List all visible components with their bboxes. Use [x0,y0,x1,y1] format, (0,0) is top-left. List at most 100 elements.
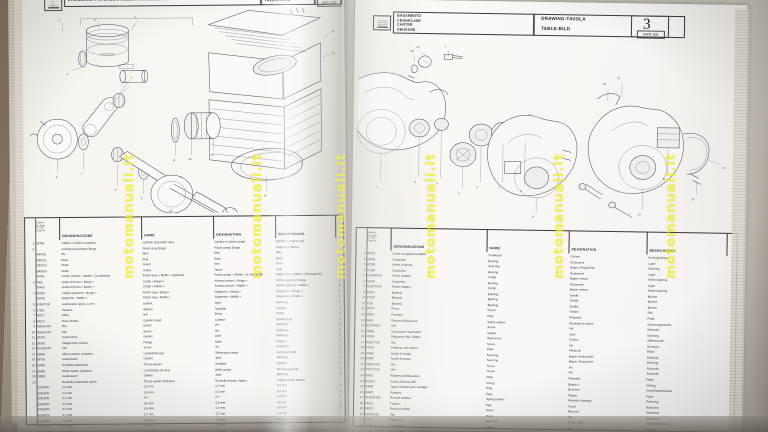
cell-bezeichnung: Gelb [275,266,283,271]
cell-designation: Bague d'étanchéité [568,359,594,365]
cell-denominazione: Raccordo sfiato [389,406,411,412]
cell-bezeichnung: Schraube [647,327,660,332]
cell-position: 14 [361,323,365,328]
cell-code: 10613 [366,289,375,295]
cell-code: 2904/11 [36,252,47,257]
cell-position: 7 [33,313,35,318]
cell-name: Gasket [143,356,153,361]
cell-position: 8 [33,318,35,323]
cell-designation: Rondelle d'épaul. épaiss. [215,378,248,383]
cell-designation: Vis [214,328,219,333]
cell-position: 9 [363,295,365,300]
cell-code: 8146 [366,317,373,322]
col-header-designation-left: DESIGNATION [213,216,277,239]
table-number-box-left: 2 MXR 250 [314,0,343,7]
cell-code: N1074-019 [366,323,381,328]
cell-name: Piston ring « Mahle » [142,295,171,300]
cell-code: N15536-019 [365,395,381,400]
cell-bezeichnung: Sicherungsring « Mahle » [276,283,309,288]
cell-quantity: 1 [339,388,342,393]
cell-name: Screw [487,325,496,330]
cell-designation: Jaune [214,267,223,272]
cell-denominazione: Cuscinetto [392,257,407,262]
cell-denominazione: 0,4 mm [62,396,73,401]
cell-denominazione: Vite [390,362,396,367]
cell-denominazione: Giallo [61,268,69,273]
cell-designation: Carters [570,254,580,259]
cell-position: 16 [360,334,365,339]
cell-position: 8 [363,289,365,294]
cell-designation: Piston compl. « Mahle » (s. demande) [214,272,264,277]
cell-position: 6 [363,278,366,283]
cell-denominazione: Rosetta di sicurezza [391,318,418,323]
cell-quantity: 1 [338,238,341,243]
cell-designation: Joint [215,372,222,377]
cell-bezeichnung: Sicherungsring [647,277,668,283]
cell-bezeichnung: Sicherungsring l. Borgo [276,277,307,283]
col-header-bezeichnung-right: BEZEICHNUNG [646,232,728,256]
cell-bezeichnung: Schraube [646,366,660,371]
cell-position: 24 [360,378,364,383]
svg-text:4: 4 [436,181,438,185]
col-header-bezeichnung-left: BEZEICHNUNG [275,215,337,239]
cell-designation: 0,7 mm [215,411,226,416]
cell-designation: 0,6 mm [215,406,226,411]
cell-name: Dowel [487,308,496,313]
cell-denominazione: Guarnizione [62,357,78,362]
cell-code: 2904/13 [36,263,47,268]
svg-text:29: 29 [617,76,621,80]
cell-designation: Raccord [567,409,579,414]
cell-bezeichnung: Dichtring [646,360,659,366]
cell-denominazione: Tappo chiusura foro contagiri [390,384,428,390]
cell-denominazione: Piastrina cavi esterni [390,345,418,351]
cell-designation: 0,4 [215,394,220,400]
cell-bezeichnung: Buchse [647,294,658,299]
cell-denominazione: Verde [61,263,69,268]
cell-code: 24218 [365,345,374,350]
cell-quantity: 2 [339,327,341,332]
cell-position: 6 [33,307,35,312]
desk-bottom-edge [0,416,768,432]
drawing-table-label-left: DRAWING-TAVOLA TABLE-BILD [260,0,317,6]
cell-bezeichnung: 0,3 mm [276,388,287,393]
cell-denominazione: Vite [390,368,396,373]
model-badge-left: MXR 250 [317,0,342,7]
cell-position: 18 [32,374,36,379]
svg-text:4: 4 [67,72,69,76]
cell-designation: Rondelle de sûreté [569,320,594,326]
cell-code: 22569 [365,350,374,356]
svg-text:13: 13 [210,153,213,157]
cell-designation: Plaquette [569,315,582,320]
cell-code: N1235-019 [37,346,52,351]
cell-denominazione: Anello di tenuta [390,351,411,356]
cell-name: Nut [143,312,148,317]
svg-text:6: 6 [56,175,58,179]
cell-quantity: 1 [339,355,342,360]
cell-bezeichnung: Federring [646,399,659,404]
cell-denominazione: Rosetta elastica [390,395,411,401]
cell-quantity: 4 [339,310,341,315]
cell-position: 7 [363,284,365,289]
cell-position: 3 [363,262,366,267]
cell-name: Green [142,262,151,267]
cell-designation: Vis [568,365,573,370]
cell-bezeichnung: Lager [648,261,656,266]
cell-denominazione: Bussola [391,301,402,306]
svg-text:3: 3 [415,180,417,184]
cell-name: Bushing [487,291,499,297]
cell-name: Screw [143,329,152,334]
cell-name: Bearing [487,280,498,285]
cell-name: 0,3 mm [143,390,154,395]
cell-code: 29294 [37,335,45,340]
cell-name: Washer [143,306,153,311]
cell-name: Yellow [142,267,152,273]
cell-designation: Cylindre et piston compl. [214,239,246,244]
svg-text:14: 14 [264,193,267,197]
cell-bezeichnung: Stift [647,311,653,316]
cell-denominazione: 0,3 mm [62,390,73,395]
model-badge-right: MXR 250 [636,30,665,39]
cell-designation: Culasse [214,317,226,322]
cell-designation: Goujon [569,309,579,314]
